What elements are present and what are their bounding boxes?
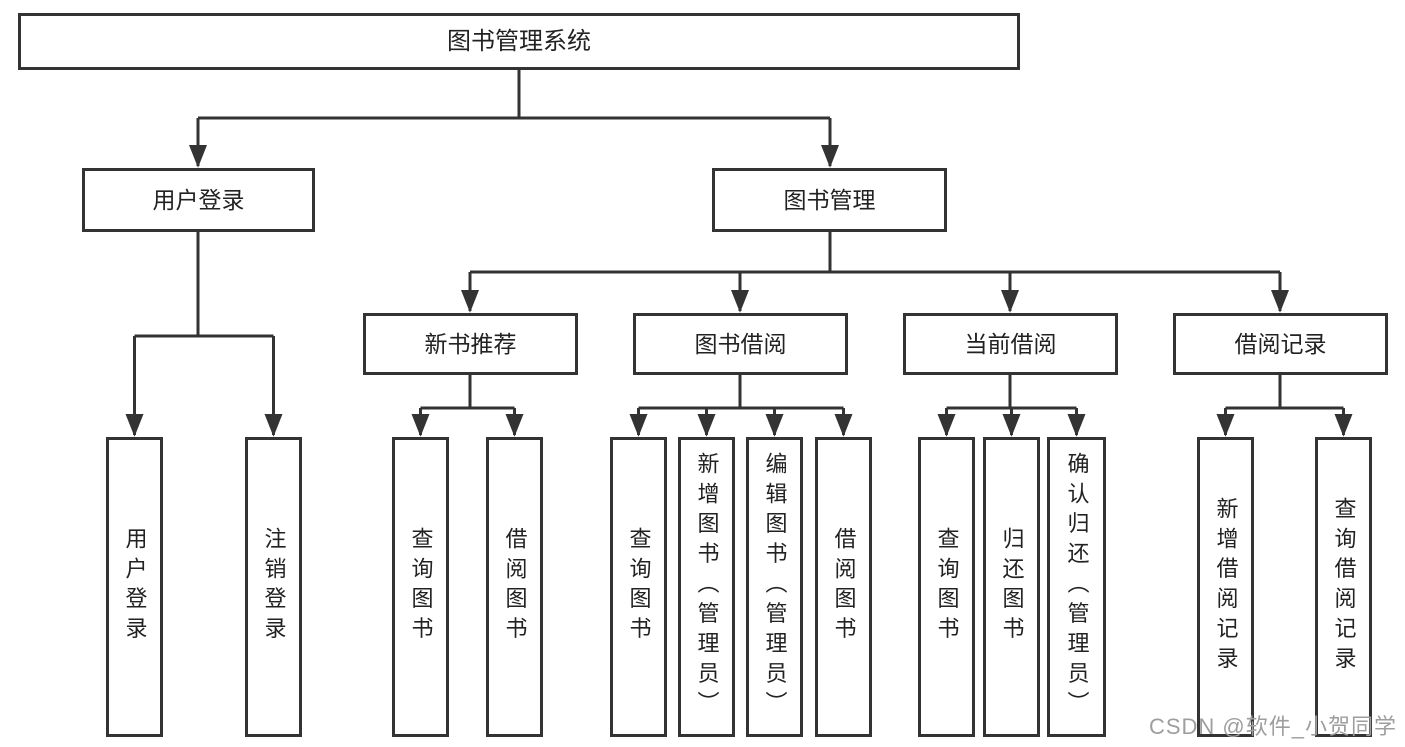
leaf-query-borrow-record: 查询借阅记录	[1315, 437, 1372, 737]
leaf-return-books: 归还图书	[983, 437, 1040, 737]
node-label: 借阅记录	[1234, 330, 1327, 357]
leaf-borrow-books-2: 借阅图书	[815, 437, 872, 737]
leaf-logout: 注销登录	[245, 437, 302, 737]
node-label: 用户登录	[122, 527, 148, 647]
node-label: 借阅图书	[831, 527, 857, 647]
leaf-query-books-1: 查询图书	[392, 437, 449, 737]
node-label: 注销登录	[261, 527, 287, 647]
node-label: 图书管理系统	[447, 27, 591, 55]
node-label: 查询借阅记录	[1331, 497, 1357, 677]
leaf-user-login: 用户登录	[106, 437, 163, 737]
node-label: 归还图书	[999, 527, 1025, 647]
node-new-book-recommend: 新书推荐	[363, 313, 578, 375]
node-book-borrowing: 图书借阅	[633, 313, 848, 375]
node-label: 查询图书	[626, 527, 652, 647]
node-label: 图书管理	[783, 186, 876, 213]
node-label: 新增借阅记录	[1213, 497, 1239, 677]
node-borrowing-records: 借阅记录	[1173, 313, 1388, 375]
node-label: 确认归还（管理员）	[1064, 452, 1090, 722]
node-label: 当前借阅	[964, 330, 1057, 357]
node-book-management: 图书管理	[712, 168, 947, 232]
node-label: 新书推荐	[424, 330, 517, 357]
node-label: 查询图书	[408, 527, 434, 647]
node-label: 查询图书	[934, 527, 960, 647]
node-label: 图书借阅	[694, 330, 787, 357]
node-label: 编辑图书（管理员）	[762, 452, 788, 722]
node-library-management-system: 图书管理系统	[18, 13, 1020, 70]
leaf-query-books-2: 查询图书	[610, 437, 667, 737]
csdn-watermark: CSDN @软件_小贺同学	[1148, 714, 1397, 739]
leaf-add-borrow-record: 新增借阅记录	[1197, 437, 1254, 737]
leaf-query-books-3: 查询图书	[918, 437, 975, 737]
node-user-login: 用户登录	[82, 168, 315, 232]
node-label: 借阅图书	[502, 527, 528, 647]
node-current-borrowing: 当前借阅	[903, 313, 1118, 375]
leaf-confirm-return-admin: 确认归还（管理员）	[1047, 437, 1106, 737]
node-label: 新增图书（管理员）	[694, 452, 720, 722]
node-label: 用户登录	[152, 186, 245, 213]
leaf-edit-books-admin: 编辑图书（管理员）	[746, 437, 803, 737]
leaf-borrow-books-1: 借阅图书	[486, 437, 543, 737]
leaf-add-books-admin: 新增图书（管理员）	[678, 437, 735, 737]
